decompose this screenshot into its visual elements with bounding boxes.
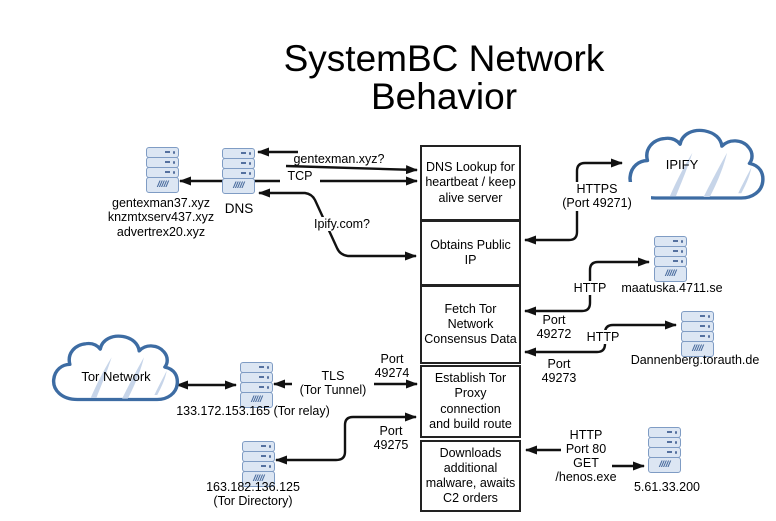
label-http-dannenberg: HTTP (581, 330, 625, 345)
label-port-49275: Port 49275 (373, 424, 409, 453)
label-http-maatuska: HTTP (568, 281, 612, 296)
label-henos-ip: 5.61.33.200 (633, 480, 701, 494)
label-tor-cloud: Tor Network (81, 369, 151, 384)
label-malicious-domains: gentexman37.xyz knzmtxserv437.xyz advert… (107, 196, 215, 239)
label-tls-tunnel: TLS (Tor Tunnel) (292, 369, 374, 398)
tor-cloud-icon (51, 334, 180, 402)
server-icon-henos (648, 427, 681, 473)
box-fetch-consensus: Fetch Tor Network Consensus Data (420, 285, 521, 364)
box-downloads-malware: Downloads additional malware, awaits C2 … (420, 440, 521, 512)
box-dns-lookup: DNS Lookup for heartbeat / keep alive se… (420, 145, 521, 221)
label-dannenberg: Dannenberg.torauth.de (630, 353, 760, 367)
label-dns-server: DNS (224, 201, 254, 216)
label-tor-relay: 133.172.153.165 (Tor relay) (176, 404, 330, 418)
label-https-port: HTTPS (Port 49271) (543, 182, 651, 211)
server-icon-tor-directory (242, 441, 275, 487)
ipify-cloud-icon (628, 128, 765, 200)
label-port-49274: Port 49274 (374, 352, 410, 381)
label-port-49273: Port 49273 (541, 357, 577, 386)
label-port-49272: Port 49272 (536, 313, 572, 342)
server-icon-dannenberg (681, 311, 714, 357)
label-ipify-cloud: IPIFY (665, 157, 699, 172)
server-icon-maatuska (654, 236, 687, 282)
server-icon-tor-relay (240, 362, 273, 408)
arrow-dns-response (285, 164, 418, 175)
page-title: SystemBC Network Behavior (283, 38, 605, 117)
server-icon-dns (222, 148, 255, 194)
box-establish-proxy: Establish Tor Proxy connection and build… (420, 365, 521, 438)
label-tor-directory: 163.182.136.125 (Tor Directory) (206, 480, 300, 509)
label-dns-query: gentexman.xyz? (293, 152, 385, 166)
label-http-get: HTTP Port 80 GET /henos.exe (555, 428, 617, 484)
server-icon-malicious-domains (146, 147, 179, 193)
arrow-port-49275 (275, 412, 417, 465)
label-maatuska: maatuska.4711.se (621, 281, 723, 295)
label-tcp: TCP (280, 169, 320, 184)
label-ipify-query: Ipify.com? (302, 217, 382, 232)
